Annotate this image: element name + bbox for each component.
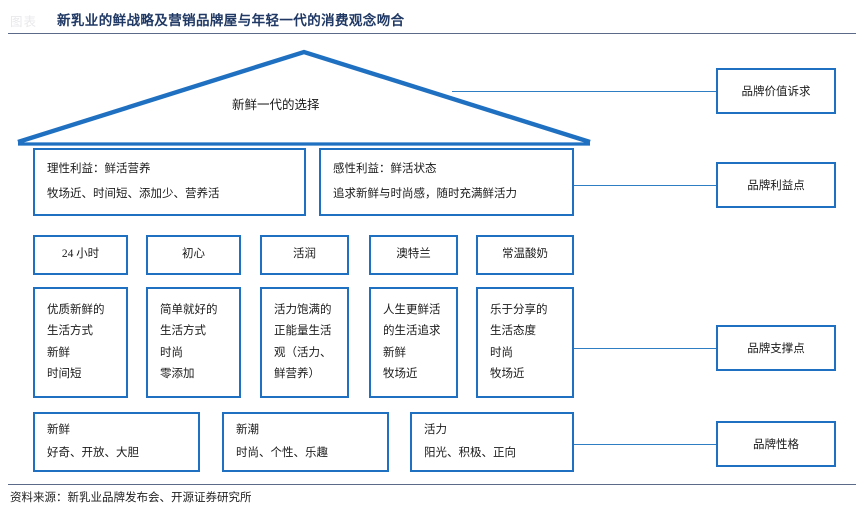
title-divider-top	[8, 33, 856, 34]
support-5-line-4: 牧场近	[490, 368, 525, 380]
support-1-line-1: 优质新鲜的	[47, 303, 105, 316]
personality-3-line-2: 阳光、积极、正向	[424, 447, 516, 459]
personality-1-line-1: 新鲜	[47, 424, 70, 436]
support-1-line-4: 时间短	[47, 368, 82, 380]
support-box-4: 人生更鲜活 的生活追求 新鲜 牧场近	[369, 287, 458, 398]
side-label-box-3: 品牌支撑点	[716, 325, 836, 371]
support-5-line-3: 时尚	[490, 346, 513, 359]
personality-box-3: 活力 阳光、积极、正向	[410, 412, 574, 472]
side-label-box-1: 品牌价值诉求	[716, 68, 836, 114]
support-2-line-3: 时尚	[160, 346, 183, 359]
roof-triangle	[17, 49, 591, 146]
source-divider	[8, 484, 856, 485]
source-note: 资料来源：新乳业品牌发布会、开源证券研究所	[10, 492, 252, 504]
support-box-2: 简单就好的 生活方式 时尚 零添加	[146, 287, 241, 398]
support-box-5: 乐于分享的 生活态度 时尚 牧场近	[476, 287, 574, 398]
product-label-4: 澳特兰	[396, 248, 431, 261]
support-3-line-1: 活力饱满的	[274, 303, 332, 316]
support-4-line-1: 人生更鲜活	[383, 303, 441, 316]
side-label-box-4: 品牌性格	[716, 421, 836, 467]
side-label-text-3: 品牌支撑点	[747, 343, 805, 355]
product-box-5: 常温酸奶	[476, 235, 574, 275]
page-title: 新乳业的鲜战略及营销品牌屋与年轻一代的消费观念吻合	[57, 13, 405, 28]
product-box-2: 初心	[146, 235, 241, 275]
connector-brand-support	[574, 348, 716, 349]
emotional-benefit-line-2: 追求新鲜与时尚感，随时充满鲜活力	[333, 188, 517, 200]
support-2-line-4: 零添加	[160, 368, 195, 380]
support-5-line-2: 生活态度	[490, 325, 536, 337]
product-box-4: 澳特兰	[369, 235, 458, 275]
support-3-line-2: 正能量生活	[274, 325, 332, 337]
support-2-line-1: 简单就好的	[160, 303, 218, 316]
support-box-3: 活力饱满的 正能量生活 观（活力、 鲜营养）	[260, 287, 349, 398]
personality-box-1: 新鲜 好奇、开放、大胆	[33, 412, 200, 472]
personality-box-2: 新潮 时尚、个性、乐趣	[222, 412, 389, 472]
personality-2-line-1: 新潮	[236, 424, 259, 436]
connector-brand-benefit	[574, 185, 716, 186]
support-3-line-3: 观（活力、	[274, 346, 332, 359]
product-label-1: 24 小时	[61, 248, 100, 261]
product-box-1: 24 小时	[33, 235, 128, 275]
rational-benefit-box: 理性利益：鲜活营养 牧场近、时间短、添加少、营养活	[33, 148, 306, 216]
product-label-3: 活润	[293, 248, 316, 261]
support-4-line-3: 新鲜	[383, 346, 406, 359]
support-5-line-1: 乐于分享的	[490, 303, 548, 316]
support-2-line-2: 生活方式	[160, 325, 206, 337]
support-1-line-3: 新鲜	[47, 346, 70, 359]
support-4-line-2: 的生活追求	[383, 325, 441, 337]
connector-brand-personality	[574, 444, 716, 445]
roof-label: 新鲜一代的选择	[232, 98, 320, 112]
rational-benefit-line-2: 牧场近、时间短、添加少、营养活	[47, 188, 220, 200]
figure-tag: 图表	[10, 15, 38, 29]
product-label-5: 常温酸奶	[502, 248, 548, 261]
support-3-line-4: 鲜营养）	[274, 368, 320, 380]
product-label-2: 初心	[182, 248, 205, 261]
support-box-1: 优质新鲜的 生活方式 新鲜 时间短	[33, 287, 128, 398]
emotional-benefit-line-1: 感性利益：鲜活状态	[333, 163, 437, 175]
side-label-text-2: 品牌利益点	[747, 180, 805, 192]
side-label-text-4: 品牌性格	[753, 439, 799, 451]
support-4-line-4: 牧场近	[383, 368, 418, 380]
connector-brand-value	[452, 91, 716, 92]
support-1-line-2: 生活方式	[47, 325, 93, 337]
personality-3-line-1: 活力	[424, 424, 447, 436]
rational-benefit-line-1: 理性利益：鲜活营养	[47, 163, 151, 175]
side-label-box-2: 品牌利益点	[716, 162, 836, 208]
side-label-text-1: 品牌价值诉求	[741, 86, 811, 98]
personality-1-line-2: 好奇、开放、大胆	[47, 447, 139, 459]
product-box-3: 活润	[260, 235, 349, 275]
emotional-benefit-box: 感性利益：鲜活状态 追求新鲜与时尚感，随时充满鲜活力	[319, 148, 574, 216]
personality-2-line-2: 时尚、个性、乐趣	[236, 447, 328, 459]
